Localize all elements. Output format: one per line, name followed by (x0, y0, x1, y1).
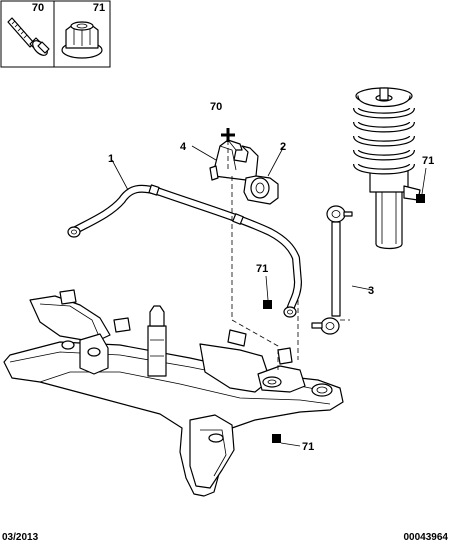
flange-nut-icon (61, 21, 103, 59)
callout-70: 70 (210, 101, 222, 113)
assembly-lines (227, 140, 350, 370)
link-rod (311, 205, 353, 335)
callout-leaders (111, 145, 427, 447)
callout-71-strut: 71 (422, 155, 434, 167)
callout-71-link: 71 (256, 263, 268, 275)
footer-date: 03/2013 (2, 532, 39, 543)
header-ref-70: 70 (32, 2, 44, 14)
header-box-71: 71 (53, 0, 111, 68)
strut-spring (353, 87, 421, 250)
bushing-bracket (209, 139, 259, 181)
nut-marker-subframe (272, 434, 281, 443)
callout-3: 3 (368, 285, 374, 297)
header-ref-71: 71 (93, 2, 105, 14)
nut-marker-strut (416, 194, 425, 203)
nut-marker-link (263, 300, 272, 309)
callout-1: 1 (108, 153, 114, 165)
callout-4: 4 (180, 141, 187, 153)
callout-2: 2 (280, 141, 286, 153)
flange-bolt-icon (7, 17, 50, 56)
header-box-70: 70 (0, 0, 55, 68)
callout-71-subframe: 71 (302, 441, 314, 453)
stabilizer-bushing (243, 175, 279, 205)
stabilizer-bar (67, 184, 302, 318)
footer-code: 00043964 (404, 532, 449, 543)
subframe (3, 289, 344, 497)
bolt-70-symbol (221, 128, 235, 142)
